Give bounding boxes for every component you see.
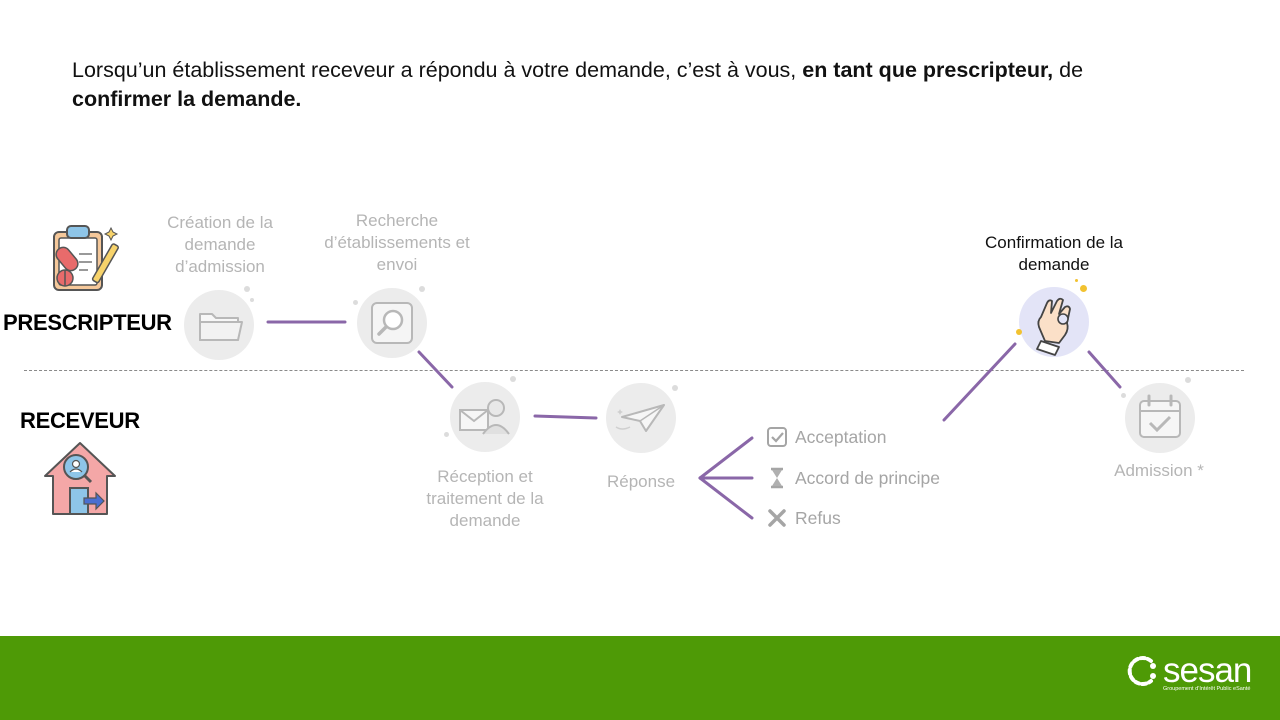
connector-reception-reponse: [533, 414, 598, 420]
intro-text-1: Lorsqu’un établissement receveur a répon…: [72, 58, 803, 82]
outcome-label-accord: Accord de principe: [795, 467, 940, 488]
cross-icon: [766, 507, 788, 529]
intro-bold-1: en tant que prescripteur,: [802, 58, 1054, 82]
hourglass-icon: [766, 467, 788, 489]
footer-bar: [0, 636, 1280, 720]
lane-label-prescripteur: PRESCRIPTEUR: [3, 310, 172, 335]
step-creation: [184, 286, 254, 360]
sesan-logo: sesan Groupement d’Intérêt Public eSanté: [1125, 651, 1255, 701]
house-search-icon: [44, 442, 116, 515]
ok-hand-icon: [1036, 297, 1071, 356]
step-reception: [444, 376, 520, 452]
step-label-admission: Admission *: [1114, 461, 1204, 480]
outcome-accord: Accord de principe: [766, 466, 940, 490]
step-label-creation: Création de la demande d’admission: [167, 213, 273, 276]
lane-divider: [24, 370, 1244, 371]
intro-text-2: de: [1053, 58, 1084, 82]
outcome-label-refus: Refus: [795, 507, 841, 528]
step-confirmation: [1016, 279, 1089, 357]
paper-plane-icon: [615, 404, 665, 432]
logo-subtitle: Groupement d’Intérêt Public eSanté: [1163, 686, 1251, 692]
connector-reponse-acceptation: [698, 436, 754, 480]
logo-wordmark: sesan: [1163, 651, 1252, 690]
step-label-recherche: Recherche d’établissements et envoi: [324, 211, 470, 274]
calendar-check-icon: [1139, 394, 1181, 438]
intro-bold-2: confirmer la demande.: [72, 87, 302, 111]
connector-acceptation-confirmation: [942, 342, 1017, 422]
outcome-refus: Refus: [766, 506, 841, 530]
mail-person-icon: [459, 399, 510, 435]
clipboard-pills-icon: [53, 225, 119, 291]
connector-recherche-reception: [417, 350, 454, 389]
step-reponse: [606, 383, 678, 453]
search-icon: [371, 302, 413, 344]
lane-label-receveur: RECEVEUR: [20, 408, 140, 433]
outcome-label-acceptation: Acceptation: [795, 426, 887, 447]
step-recherche: [353, 286, 427, 358]
connector-reponse-refus: [698, 476, 754, 520]
outcome-acceptation: Acceptation: [766, 425, 886, 449]
intro-paragraph: Lorsqu’un établissement receveur a répon…: [72, 56, 1222, 114]
step-label-confirmation: Confirmation de la demande: [985, 233, 1123, 274]
folder-icon: [199, 313, 243, 341]
logo-mark-icon: [1127, 656, 1156, 686]
step-label-reponse: Réponse: [606, 472, 676, 491]
step-label-reception: Réception et traitement de la demande: [426, 467, 544, 530]
checkbox-icon: [766, 426, 788, 448]
connector-confirmation-admission: [1087, 350, 1122, 389]
step-admission: [1121, 377, 1195, 453]
